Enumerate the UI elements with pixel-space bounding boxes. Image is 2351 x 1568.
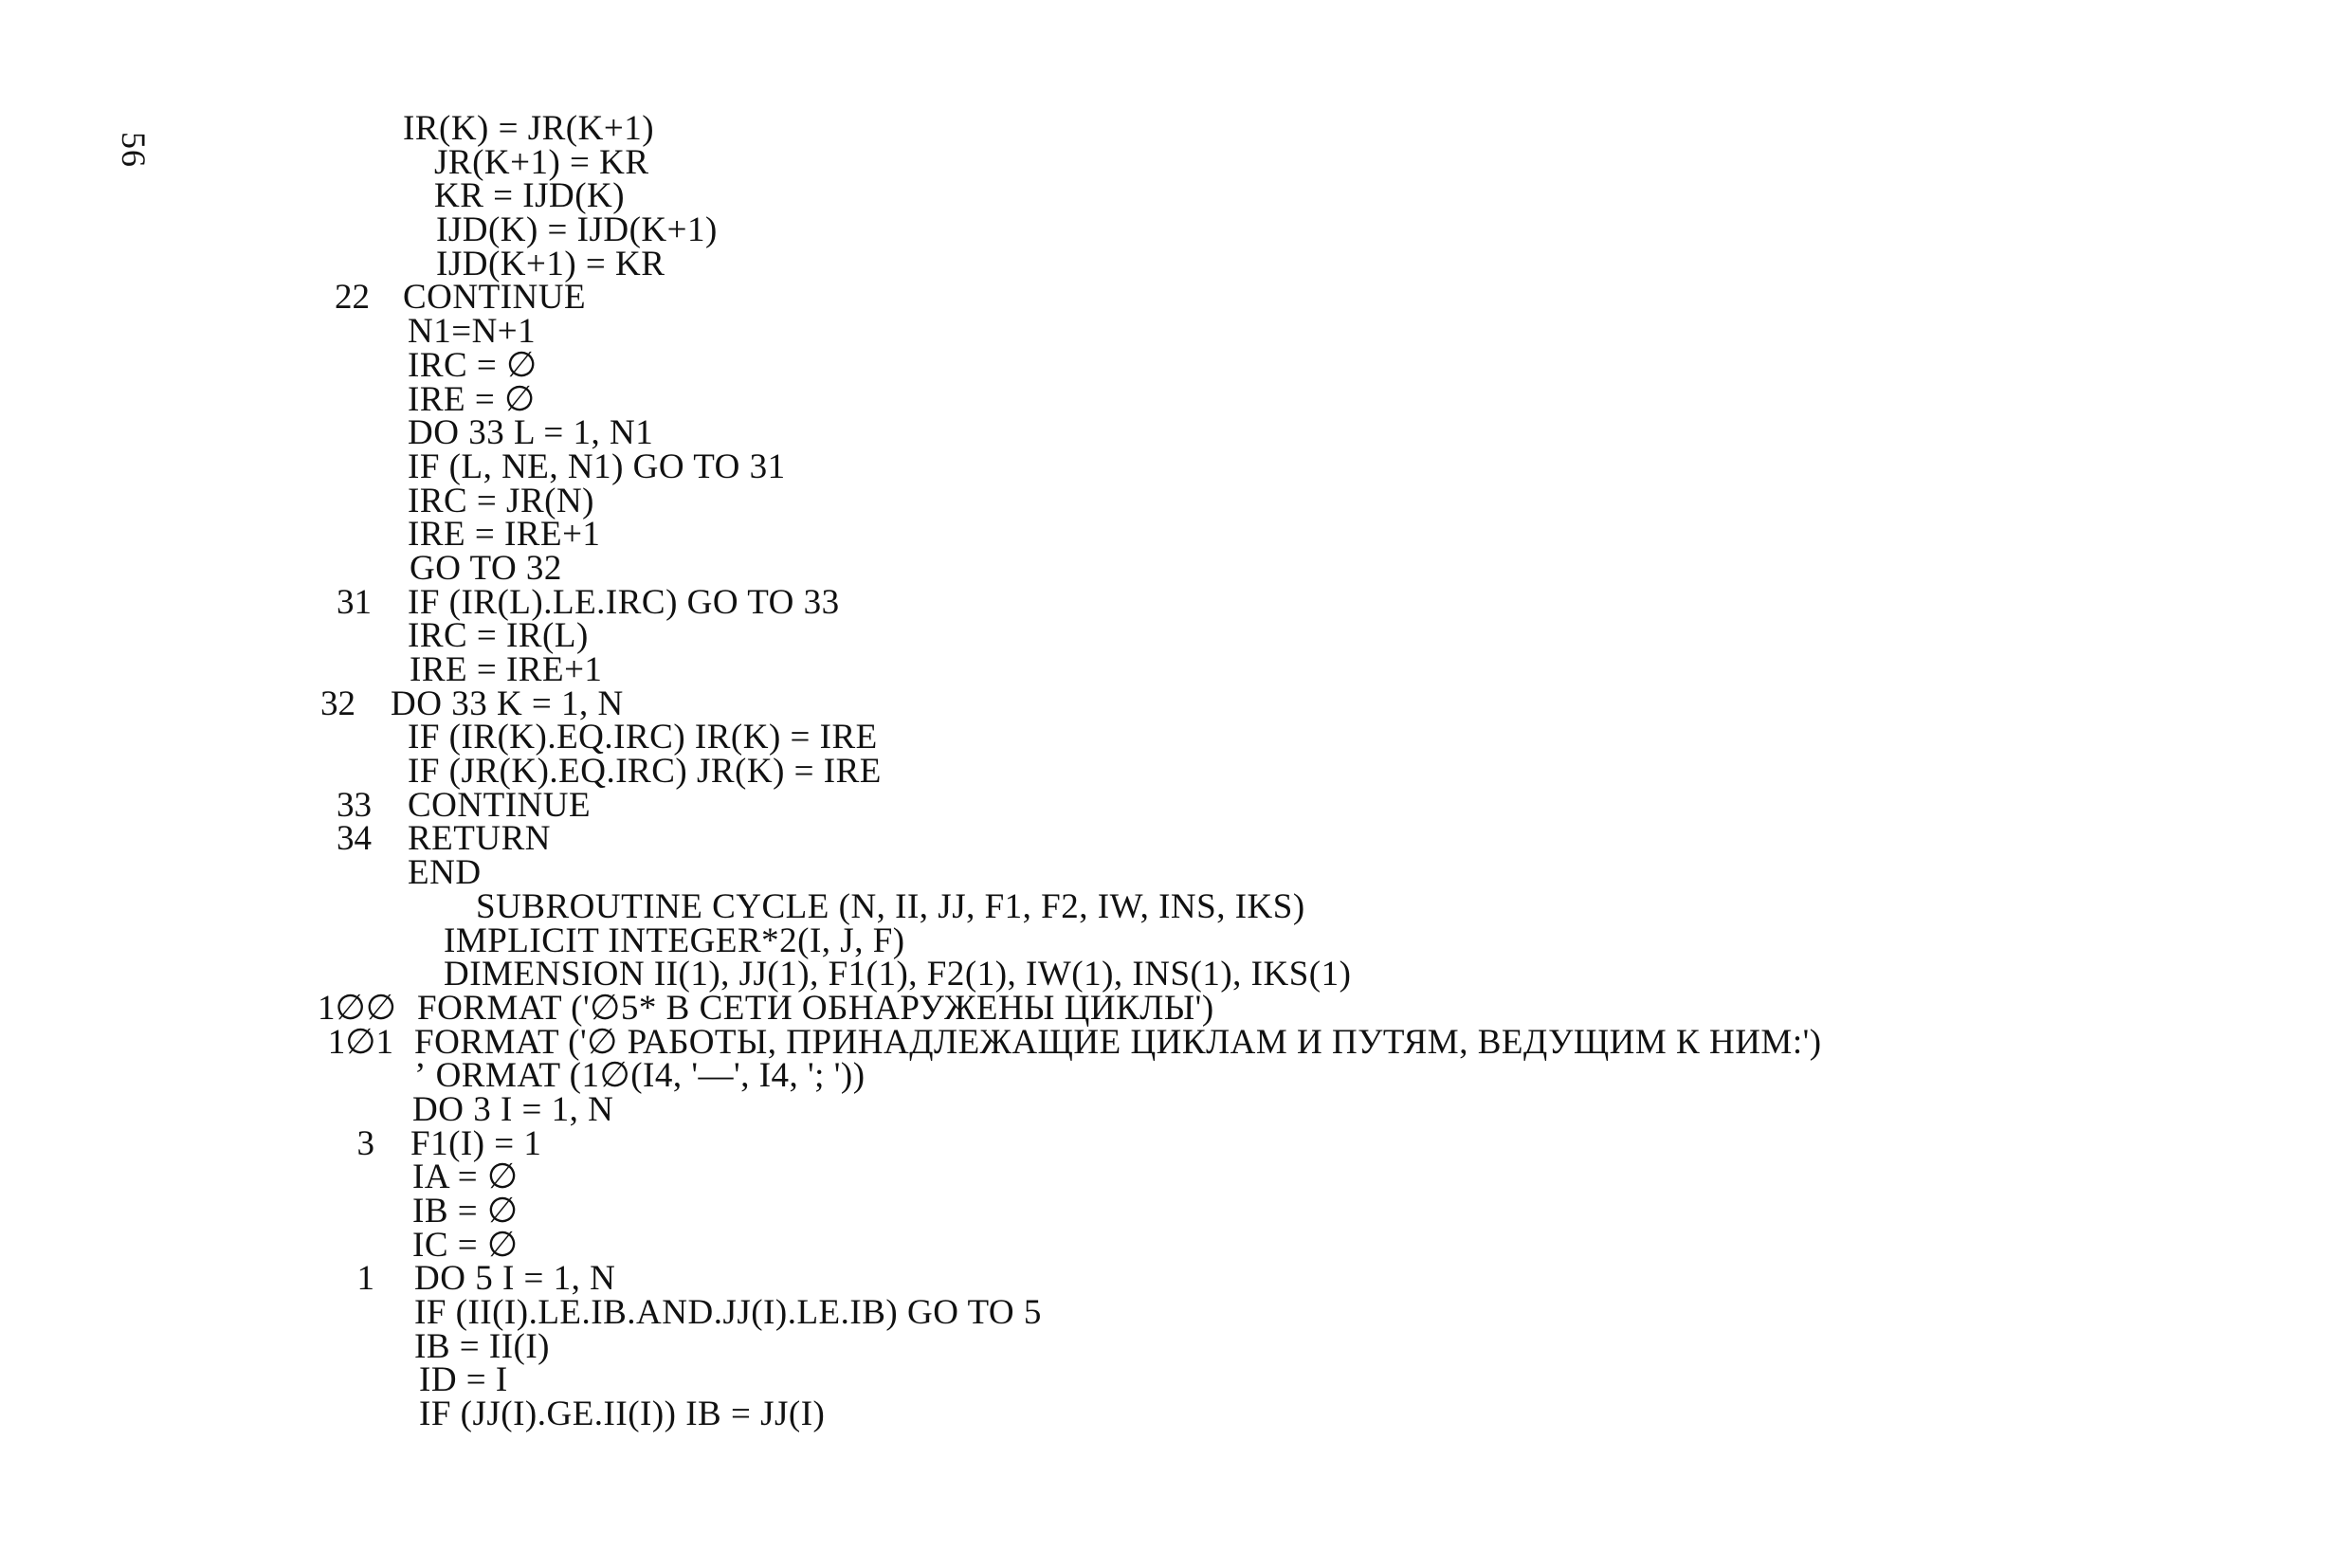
code-line: N1=N+1	[0, 312, 2275, 352]
statement-text: F1(I) = 1	[410, 1123, 542, 1163]
statement-text: IB = ∅	[412, 1192, 519, 1231]
code-line: IR(K) = JR(K+1)	[0, 109, 2275, 148]
statement-text: IF (IR(K).EQ.IRC) IR(K) = IRE	[408, 718, 878, 757]
statement-text: IRE = IRE+1	[408, 515, 601, 555]
statement-text: IR(K) = JR(K+1)	[403, 109, 655, 148]
statement-label: 1	[356, 1259, 375, 1299]
statement-text: IRC = ∅	[408, 345, 538, 385]
code-line: 22 CONTINUE	[0, 278, 2275, 318]
statement-text: IMPLICIT INTEGER*2(I, J, F)	[444, 921, 905, 960]
statement-text: DO 33 K = 1, N	[391, 684, 624, 723]
statement-text: IF (IR(L).LE.IRC) GO TO 33	[408, 582, 840, 622]
statement-text: CONTINUE	[408, 785, 592, 825]
code-line: DIMENSION II(1), JJ(1), F1(1), F2(1), IW…	[0, 957, 2275, 992]
code-line: 32 DO 33 K = 1, N	[0, 684, 2275, 723]
code-line: 3 F1(I) = 1	[0, 1123, 2275, 1163]
code-line: IRE = IRE+1	[0, 515, 2275, 555]
statement-text: RETURN	[408, 819, 551, 859]
code-line: IRC = ∅	[0, 345, 2275, 385]
statement-text: DO 3 I = 1, N	[412, 1089, 614, 1129]
code-line: JR(K+1) = KR	[0, 142, 2275, 182]
code-line: IF (JJ(I).GE.II(I)) IB = JJ(I)	[0, 1395, 2275, 1434]
statement-label: 1∅∅	[318, 988, 396, 1028]
code-line: 33 CONTINUE	[0, 785, 2275, 825]
code-line: 34 RETURN	[0, 819, 2275, 859]
statement-text: IF (L, NE, N1) GO TO 31	[408, 447, 786, 486]
code-line: KR = IJD(K)	[0, 176, 2275, 216]
statement-text: FORMAT ('∅5* В СЕТИ ОБНАРУЖЕНЫ ЦИКЛЫ')	[417, 988, 1214, 1028]
code-line: IF (II(I).LE.IB.AND.JJ(I).LE.IB) GO TO 5	[0, 1293, 2275, 1333]
statement-text: ID = I	[419, 1360, 508, 1400]
statement-text: ʼ ORMAT (1∅(I4, '—', I4, '; '))	[414, 1056, 866, 1096]
statement-text: IA = ∅	[412, 1158, 519, 1197]
statement-text: IJD(K+1) = KR	[436, 244, 665, 283]
code-line: DO 3 I = 1, N	[0, 1089, 2275, 1129]
statement-label: 31	[337, 582, 372, 622]
statement-text: DIMENSION II(1), JJ(1), F1(1), F2(1), IW…	[444, 955, 1352, 994]
statement-text: KR = IJD(K)	[434, 176, 626, 216]
statement-text: IRE = ∅	[408, 379, 536, 419]
code-line: END	[0, 853, 2275, 893]
code-line: GO TO 32	[0, 548, 2275, 588]
code-line: IF (JR(K).EQ.IRC) JR(K) = IRE	[0, 752, 2275, 792]
code-line: IRE = IRE+1	[0, 650, 2275, 689]
code-line: IRC = IR(L)	[0, 616, 2275, 656]
statement-text: JR(K+1) = KR	[434, 142, 649, 182]
code-line: DO 33 L = 1, N1	[0, 413, 2275, 453]
code-line: IF (IR(K).EQ.IRC) IR(K) = IRE	[0, 718, 2275, 757]
statement-text: DO 33 L = 1, N1	[408, 413, 654, 453]
statement-text: IF (II(I).LE.IB.AND.JJ(I).LE.IB) GO TO 5	[414, 1293, 1042, 1333]
statement-label: 33	[337, 785, 372, 825]
code-line: IJD(K) = IJD(K+1)	[0, 210, 2275, 250]
statement-text: IJD(K) = IJD(K+1)	[436, 210, 718, 250]
code-line: IB = ∅	[0, 1194, 2275, 1229]
code-line: IMPLICIT INTEGER*2(I, J, F)	[0, 921, 2275, 960]
code-line: 1∅1 FORMAT ('∅ РАБОТЫ, ПРИНАДЛЕЖАЩИЕ ЦИКЛ…	[0, 1022, 2275, 1062]
code-line: ID = I	[0, 1360, 2275, 1400]
statement-text: IF (JR(K).EQ.IRC) JR(K) = IRE	[408, 752, 882, 792]
statement-text: IB = II(I)	[414, 1326, 550, 1366]
statement-text: IRC = IR(L)	[408, 616, 589, 656]
statement-label: 1∅1	[327, 1022, 393, 1062]
code-line: IC = ∅	[0, 1225, 2275, 1265]
code-line: 31 IF (IR(L).LE.IRC) GO TO 33	[0, 582, 2275, 622]
statement-text: END	[408, 853, 482, 893]
code-line: IB = II(I)	[0, 1326, 2275, 1366]
code-line: IF (L, NE, N1) GO TO 31	[0, 447, 2275, 486]
code-line: IRC = JR(N)	[0, 481, 2275, 520]
code-line: 1 DO 5 I = 1, N	[0, 1259, 2275, 1299]
statement-text: FORMAT ('∅ РАБОТЫ, ПРИНАДЛЕЖАЩИЕ ЦИКЛАМ …	[414, 1022, 1822, 1062]
statement-label: 34	[337, 819, 372, 859]
statement-text: IC = ∅	[412, 1225, 519, 1265]
code-line: IA = ∅	[0, 1158, 2275, 1197]
statement-text: CONTINUE	[403, 278, 587, 318]
statement-text: N1=N+1	[408, 312, 537, 352]
statement-text: GO TO 32	[410, 548, 562, 588]
statement-label: 32	[320, 684, 355, 723]
statement-label: 22	[335, 278, 370, 318]
statement-text: DO 5 I = 1, N	[414, 1259, 616, 1299]
statement-text: SUBROUTINE CYCLE (N, II, JJ, F1, F2, IW,…	[476, 886, 1305, 926]
statement-label: 3	[356, 1123, 375, 1163]
code-line: IRE = ∅	[0, 379, 2275, 419]
statement-text: IRE = IRE+1	[410, 650, 603, 689]
code-line: 1∅∅ FORMAT ('∅5* В СЕТИ ОБНАРУЖЕНЫ ЦИКЛЫ'…	[0, 988, 2275, 1028]
code-line: SUBROUTINE CYCLE (N, II, JJ, F1, F2, IW,…	[0, 886, 2275, 926]
code-line: IJD(K+1) = KR	[0, 244, 2275, 283]
statement-text: IRC = JR(N)	[408, 481, 594, 520]
statement-text: IF (JJ(I).GE.II(I)) IB = JJ(I)	[419, 1395, 826, 1434]
code-line: ʼ ORMAT (1∅(I4, '—', I4, '; '))	[0, 1056, 2275, 1096]
